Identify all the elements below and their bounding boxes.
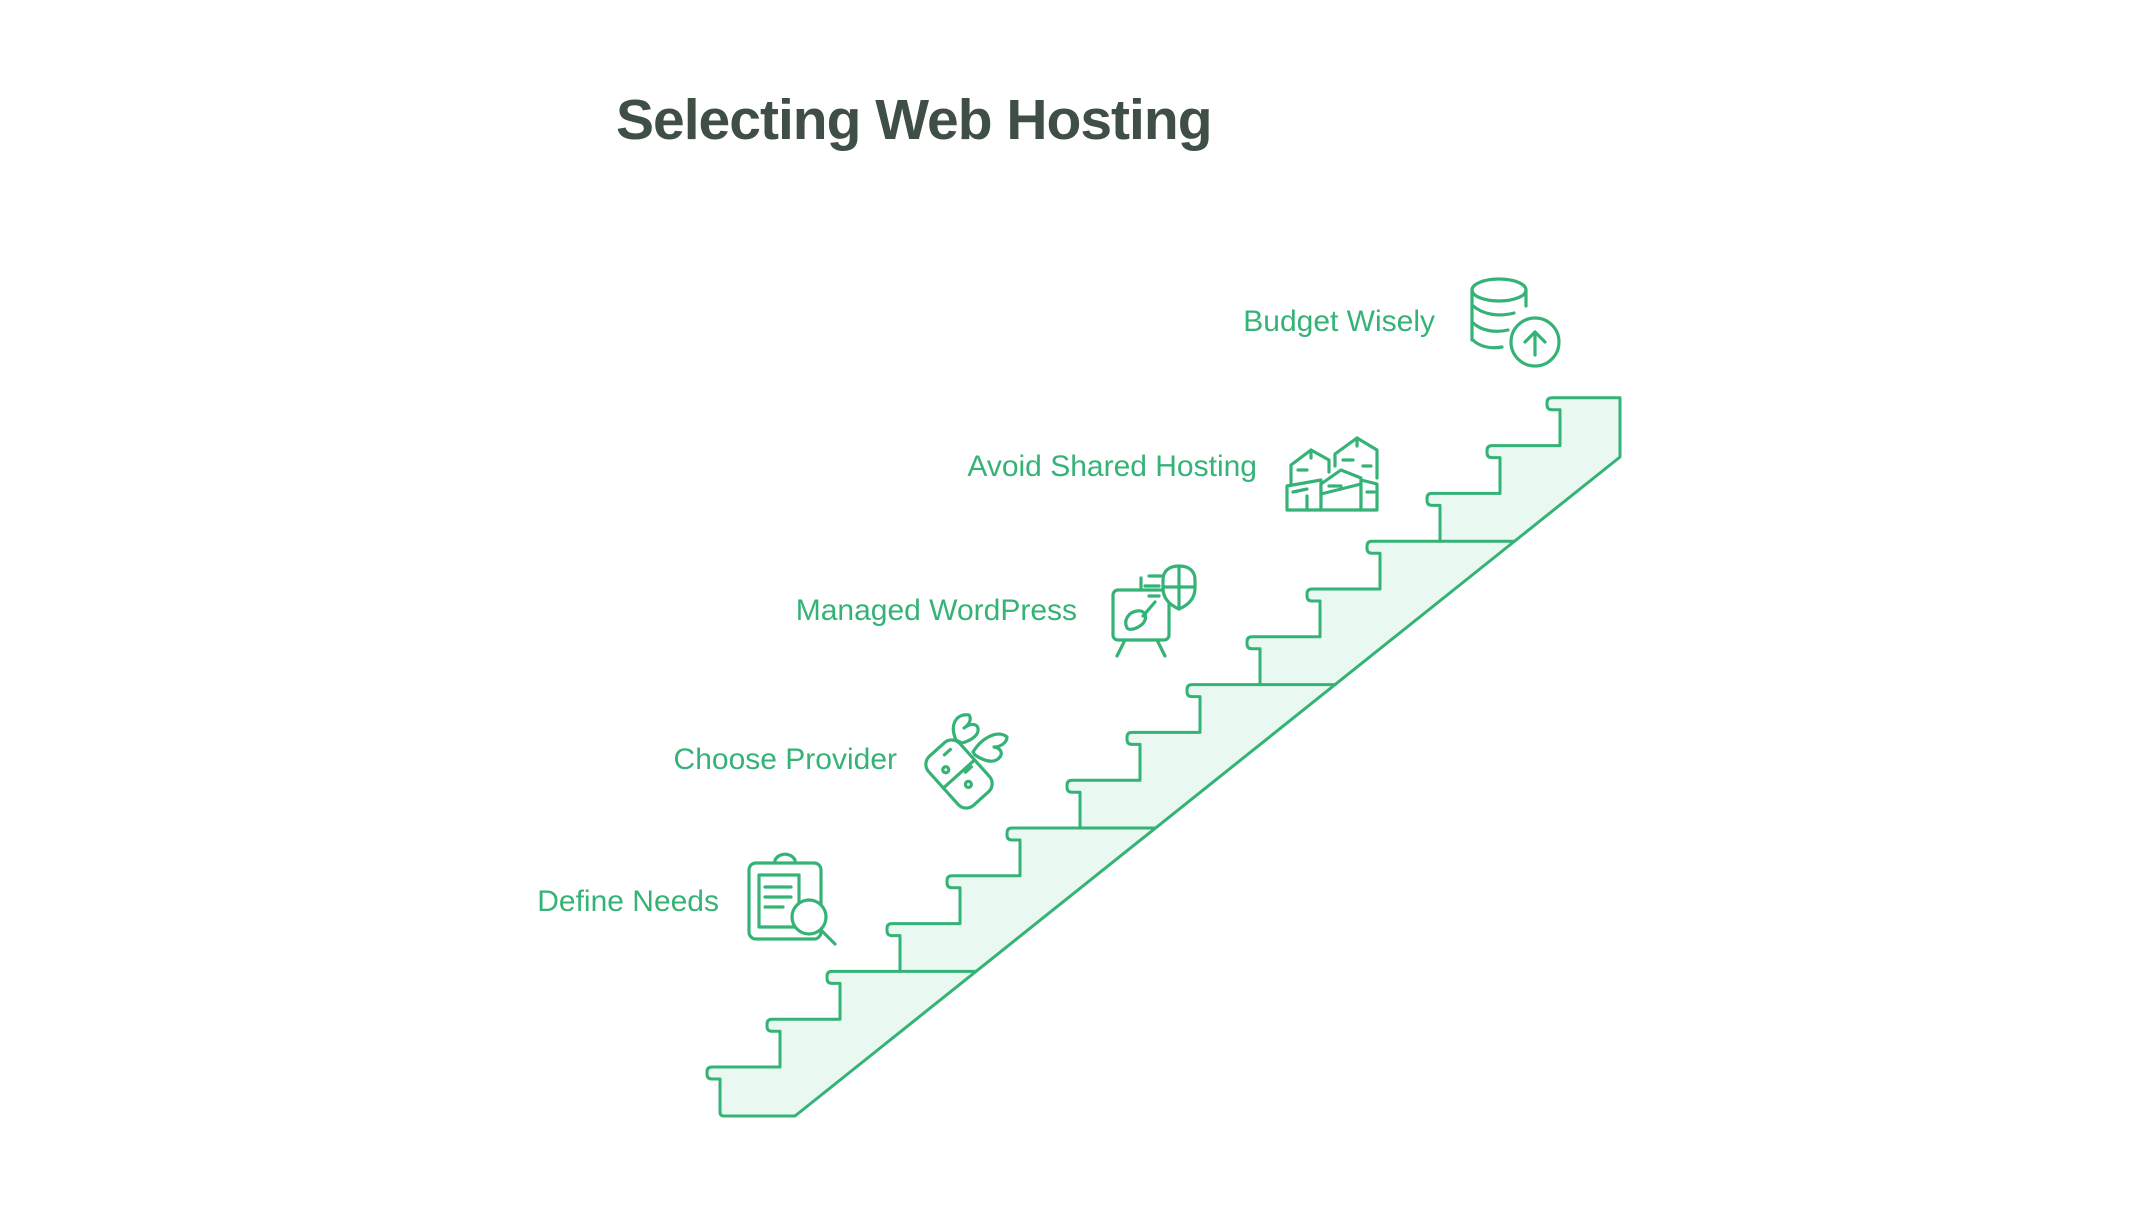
easel-shield-icon [1111,564,1197,658]
step-row-define-needs: Define Needs [537,851,843,952]
clipboard-search-icon [747,852,837,946]
winged-domino-icon [924,713,1009,810]
step-row-managed-wordpress: Managed WordPress [796,564,1199,658]
step-label: Managed WordPress [795,594,1077,627]
step-label: Choose Provider [673,743,897,776]
step-row-budget-wisely: Budget Wisely [1243,276,1561,368]
step-row-choose-provider: Choose Provider [674,710,1025,810]
step-label: Budget Wisely [1243,305,1435,338]
staircase-section-dividers [898,539,1517,973]
step-label: Avoid Shared Hosting [967,449,1257,483]
step-row-avoid-shared-hosting: Avoid Shared Hosting [967,420,1381,513]
coin-stack-growth-icon [1470,277,1561,368]
staircase-outline [705,396,1622,1118]
page-title: Selecting Web Hosting [616,88,1213,152]
buildings-cluster-icon [1285,436,1379,512]
step-label: Define Needs [537,884,719,918]
